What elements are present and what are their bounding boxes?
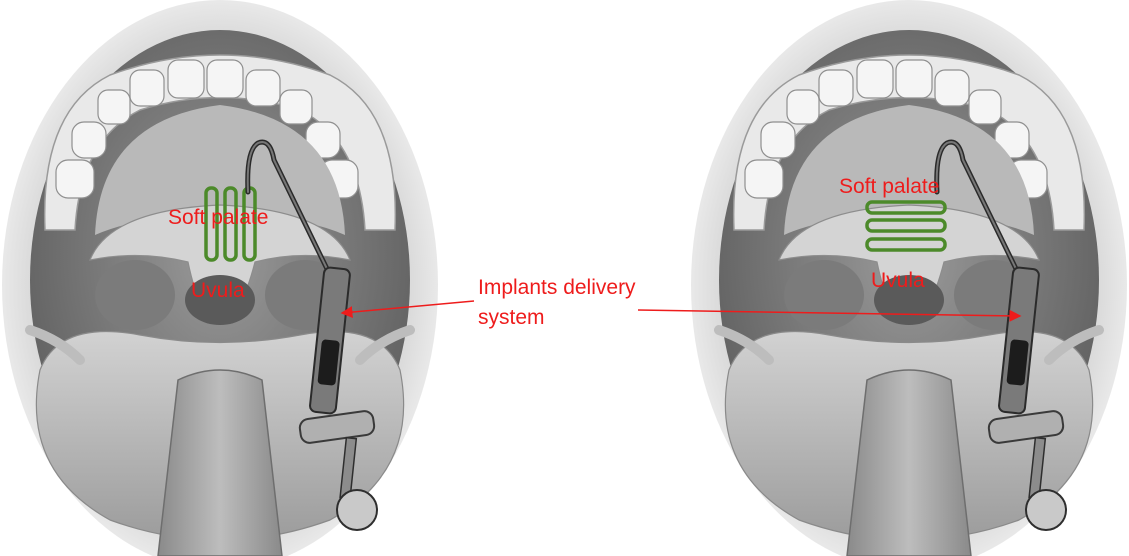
mouth-illustration xyxy=(0,0,440,556)
soft-palate-label: Soft palate xyxy=(839,176,939,197)
right-mouth-illustration: Soft palate Uvula xyxy=(689,0,1129,556)
left-mouth-illustration: Soft palate Uvula xyxy=(0,0,440,556)
soft-palate-label: Soft palate xyxy=(168,207,268,228)
uvula-label: Uvula xyxy=(191,280,245,301)
implants-delivery-system-label: Implants delivery system xyxy=(478,273,636,333)
label-line-2: system xyxy=(478,303,636,333)
label-line-1: Implants delivery xyxy=(478,273,636,303)
uvula-label: Uvula xyxy=(871,270,925,291)
